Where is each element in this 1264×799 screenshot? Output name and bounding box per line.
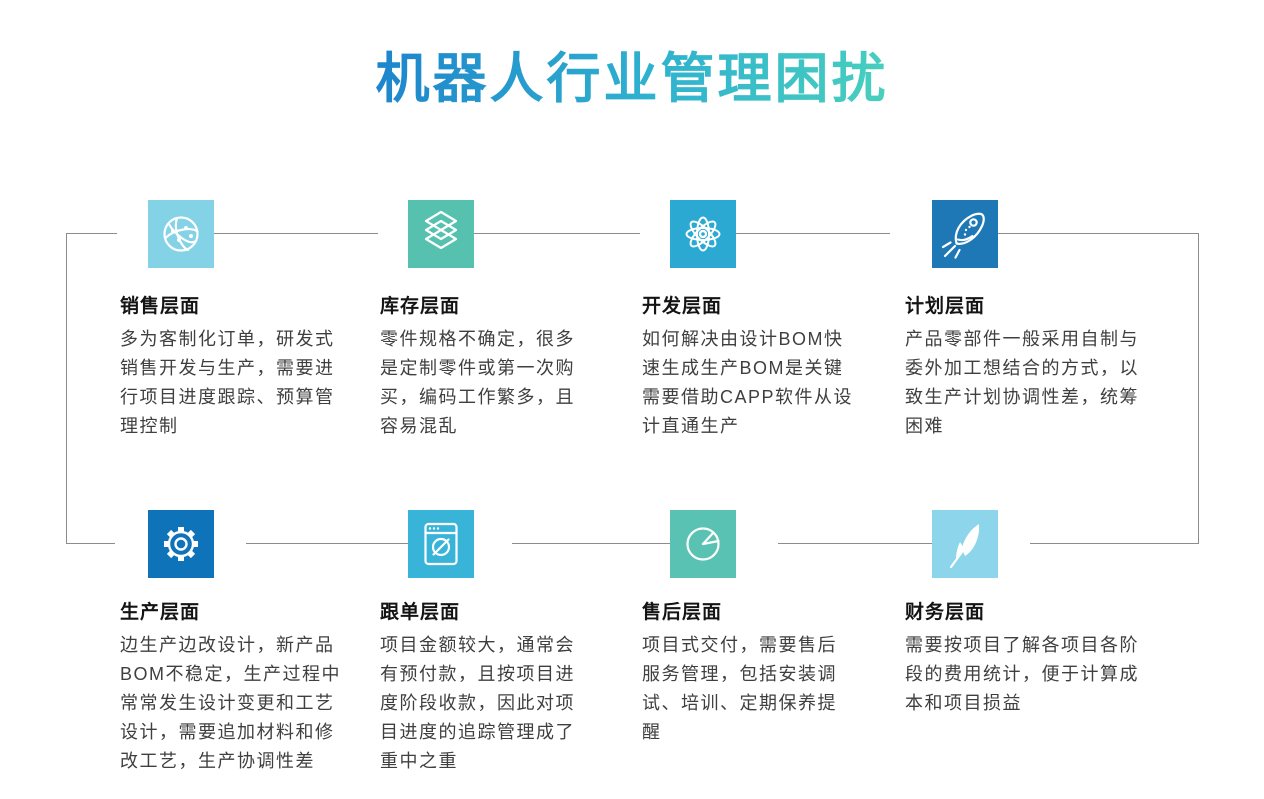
connector-line [1030,543,1198,544]
section-body: 需要按项目了解各项目各阶 段的费用统计，便于计算成 本和项目损益 [905,635,1139,713]
icon-tile-development [670,200,736,268]
connector-line [998,233,1198,234]
globe-network-icon [163,216,199,252]
section-title: 售后层面 [642,602,723,623]
connector-line [66,543,115,544]
section-block-finance: 财务层面 需要按项目了解各项目各阶 段的费用统计，便于计算成 本和项目损益 [905,597,1155,718]
section-title: 计划层面 [905,296,986,317]
section-block-production: 生产层面 边生产边改设计，新产品 BOM不稳定，生产过程中 常常发生设计变更和工… [120,597,346,776]
browser-compass-icon [424,522,458,566]
rocket-icon [941,212,985,259]
section-body: 零件规格不确定，很多 是定制零件或第一次购 买，编码工作繁多，且 容易混乱 [380,329,575,436]
connector-line [474,233,640,234]
section-block-development: 开发层面 如何解决由设计BOM快 速生成生产BOM是关键 需要借助CAPP软件从… [642,291,874,441]
section-body: 多为客制化订单，研发式 销售开发与生产，需要进 行项目进度跟踪、预算管 理控制 [120,329,335,436]
section-body: 边生产边改设计，新产品 BOM不稳定，生产过程中 常常发生设计变更和工艺 设计，… [120,635,342,771]
section-title: 库存层面 [380,296,461,317]
atom-icon [685,216,721,252]
gear-icon [164,527,198,561]
icon-tile-finance [932,510,998,578]
icon-tile-after-sales [670,510,736,578]
feather-icon [949,524,980,569]
icon-tile-production [148,510,214,578]
section-title: 财务层面 [905,602,986,623]
section-body: 如何解决由设计BOM快 速生成生产BOM是关键 需要借助CAPP软件从设 计直通… [642,329,854,436]
section-body: 产品零部件一般采用自制与 委外加工想结合的方式，以 致生产计划协调性差，统筹 困… [905,329,1139,436]
section-body: 项目金额较大，通常会 有预付款，且按项目进 度阶段收款，因此对项 目进度的追踪管… [380,635,575,771]
section-block-after-sales: 售后层面 项目式交付，需要售后 服务管理，包括安装调 试、培训、定期保养提 醒 [642,597,854,747]
connector-line [512,543,670,544]
bracket-line-left [66,233,67,544]
connector-line [246,543,408,544]
icon-tile-planning [932,200,998,268]
section-title: 生产层面 [120,602,201,623]
section-block-planning: 计划层面 产品零部件一般采用自制与 委外加工想结合的方式，以 致生产计划协调性差… [905,291,1155,441]
icon-tile-inventory [408,200,474,268]
icon-tile-sales [148,200,214,268]
page-title: 机器人行业管理困扰 [0,34,1264,113]
connector-line [212,233,378,234]
connector-line [778,543,932,544]
icon-tile-order-tracking [408,510,474,578]
section-block-order-tracking: 跟单层面 项目金额较大，通常会 有预付款，且按项目进 度阶段收款，因此对项 目进… [380,597,592,776]
section-block-inventory: 库存层面 零件规格不确定，很多 是定制零件或第一次购 买，编码工作繁多，且 容易… [380,291,592,441]
section-block-sales: 销售层面 多为客制化订单，研发式 销售开发与生产，需要进 行项目进度跟踪、预算管… [120,291,346,441]
section-body: 项目式交付，需要售后 服务管理，包括安装调 试、培训、定期保养提 醒 [642,635,837,742]
connector-line [736,233,890,234]
connector-line [66,233,117,234]
bracket-line-right [1198,233,1199,544]
section-title: 开发层面 [642,296,723,317]
section-title: 销售层面 [120,296,201,317]
section-title: 跟单层面 [380,602,461,623]
layers-icon [424,210,458,250]
pie-chart-icon [686,527,720,561]
